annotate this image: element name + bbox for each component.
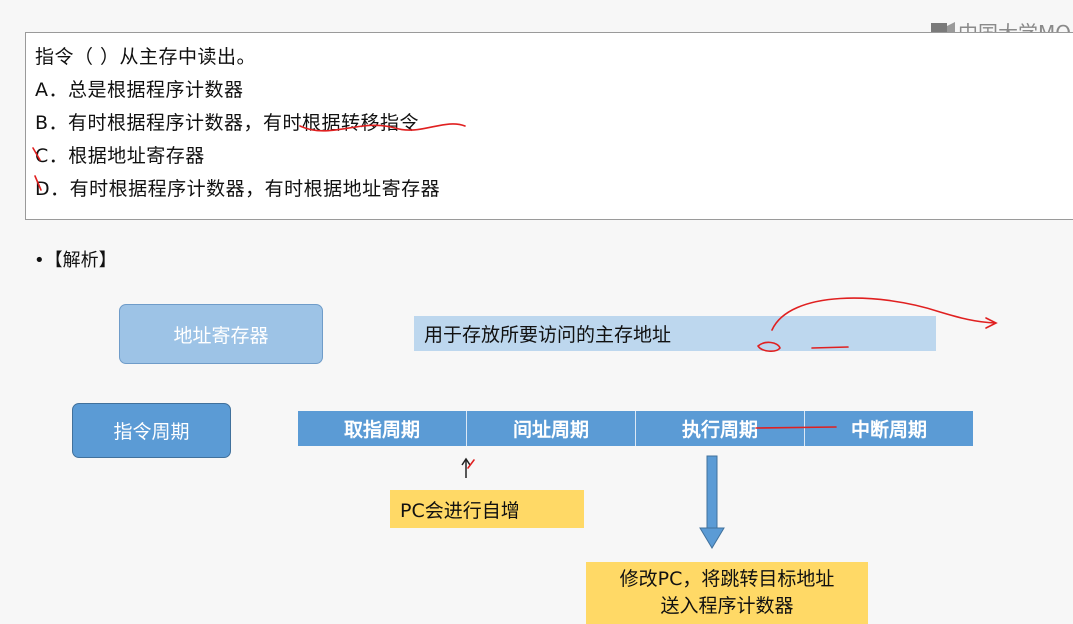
option-a: A．总是根据程序计数器 bbox=[35, 79, 244, 101]
underline-mark bbox=[299, 123, 466, 132]
arrow-tick-mark bbox=[467, 459, 475, 469]
handwriting-marks bbox=[32, 123, 998, 469]
phase-fetch: 取指周期 bbox=[298, 411, 467, 446]
option-d-strike-mark bbox=[34, 175, 42, 191]
pc-increment-note: PC会进行自增 bbox=[390, 490, 584, 528]
question-stem: 指令（ ）从主存中读出。 bbox=[35, 46, 257, 68]
option-c: C．根据地址寄存器 bbox=[35, 145, 205, 167]
address-register-box: 地址寄存器 bbox=[119, 304, 323, 364]
option-d: D．有时根据程序计数器，有时根据地址寄存器 bbox=[35, 178, 441, 200]
instruction-cycle-box: 指令周期 bbox=[72, 403, 231, 458]
curve-arrowhead-mark bbox=[985, 317, 998, 329]
phase-indirect: 间址周期 bbox=[467, 411, 636, 446]
strike-line-mark bbox=[755, 426, 837, 429]
modify-pc-note-line2: 送入程序计数器 bbox=[660, 595, 794, 617]
up-arrow-icon bbox=[461, 457, 471, 478]
analysis-heading: •【解析】 bbox=[34, 250, 117, 271]
option-b: B．有时根据程序计数器，有时根据转移指令 bbox=[35, 112, 420, 134]
curve-arrow-mark bbox=[771, 297, 996, 331]
modify-pc-note: 修改PC，将跳转目标地址 送入程序计数器 bbox=[586, 562, 868, 624]
option-c-strike-mark bbox=[32, 147, 41, 161]
modify-pc-note-line1: 修改PC，将跳转目标地址 bbox=[619, 568, 835, 590]
down-arrow-icon bbox=[699, 455, 725, 549]
phase-interrupt: 中断周期 bbox=[805, 411, 973, 446]
scribble-mark bbox=[757, 341, 781, 352]
dash-mark bbox=[811, 346, 849, 349]
question-box: 指令（ ）从主存中读出。 A．总是根据程序计数器 B．有时根据程序计数器，有时根… bbox=[25, 32, 1073, 220]
address-register-description: 用于存放所要访问的主存地址 bbox=[414, 316, 936, 351]
